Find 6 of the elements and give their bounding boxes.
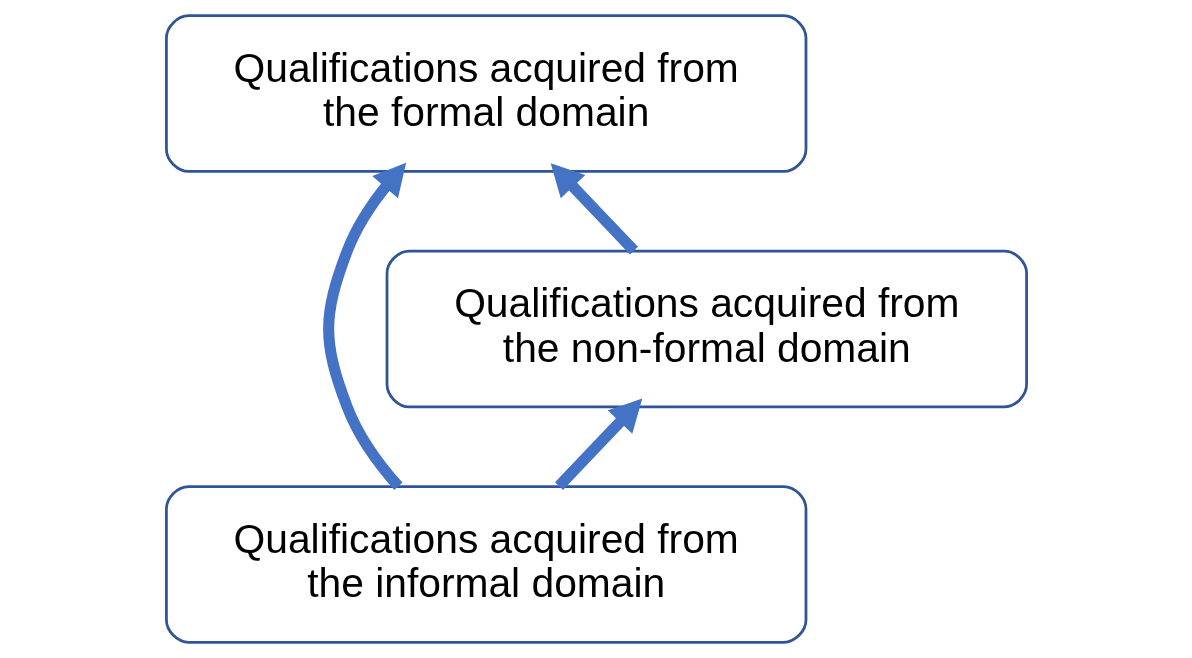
node-box: Qualifications acquired from the informal domain — [164, 485, 807, 644]
arrow — [322, 162, 406, 490]
arrow — [550, 163, 638, 255]
node-box: Qualifications acquired from the formal domain — [164, 14, 807, 173]
node-box: Qualifications acquired from the non-formal domain — [385, 249, 1028, 409]
arrow — [554, 398, 642, 490]
